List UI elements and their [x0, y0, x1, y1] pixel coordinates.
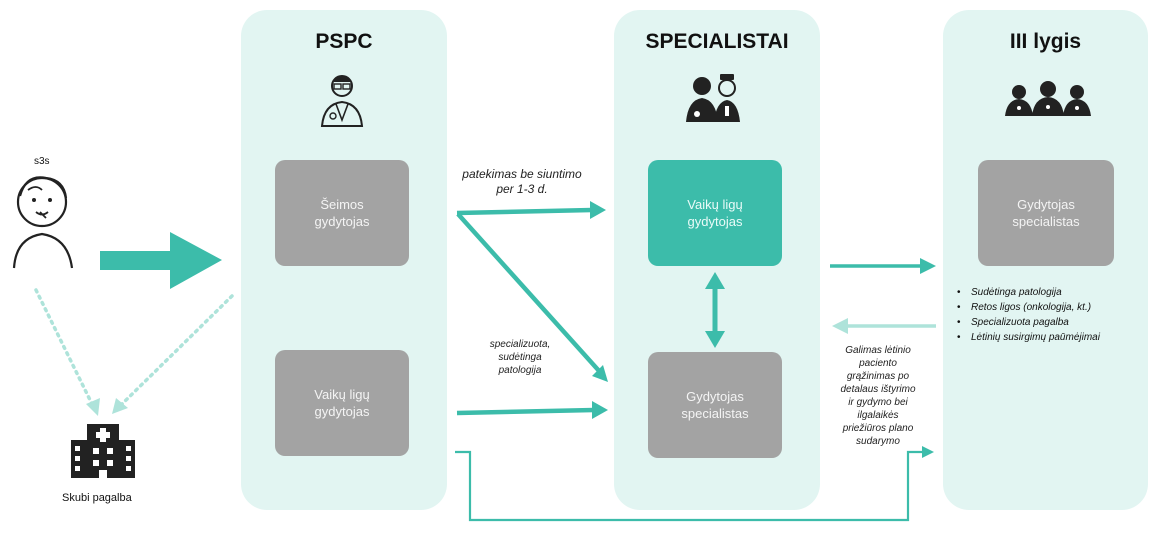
dotted-arrow-patient-hospital — [34, 288, 94, 406]
return-note: Galimas lėtinio paciento grąžinimas po d… — [840, 345, 916, 447]
sick-child-mark: s3s — [34, 156, 50, 167]
box-third-gydytojas-specialistas: Gydytojas specialistas — [978, 160, 1114, 266]
panel-title-pspc: PSPC — [315, 30, 373, 53]
box-seimos-gydytojas-label: Šeimos gydytojas — [314, 197, 370, 229]
no-referral-note: patekimas be siuntimo per 1-3 d. — [462, 167, 582, 196]
specialized-note: specializuota, sudėtinga patologija — [489, 339, 551, 376]
doctors-pair-icon — [686, 74, 740, 122]
dotted-arrow-pspc-hospital — [120, 294, 234, 406]
emergency-label: Skubi pagalba — [62, 492, 132, 504]
box-pspc-vaiku-ligu-gydytojas: Vaikų ligų gydytojas — [275, 350, 409, 456]
sick-child-icon — [12, 176, 74, 269]
doctor-icon — [320, 75, 364, 127]
box-spec-gydytojas-specialistas-label: Gydytojas specialistas — [681, 389, 749, 421]
list-item: Sudėtinga patologija — [957, 285, 1100, 300]
box-spec-vaiku-ligu-gydytojas: Vaikų ligų gydytojas — [648, 160, 782, 266]
big-arrow-to-pspc — [100, 232, 222, 289]
panel-title-specialistai: SPECIALISTAI — [645, 30, 789, 53]
box-third-gydytojas-specialistas-label: Gydytojas specialistas — [1012, 197, 1080, 229]
box-seimos-gydytojas: Šeimos gydytojas — [275, 160, 409, 266]
box-spec-gydytojas-specialistas: Gydytojas specialistas — [648, 352, 782, 458]
list-item: Retos ligos (onkologija, kt.) — [957, 300, 1100, 315]
box-pspc-vaiku-ligu-label: Vaikų ligų gydytojas — [314, 387, 370, 419]
third-level-list: Sudėtinga patologija Retos ligos (onkolo… — [957, 285, 1100, 345]
box-spec-vaiku-ligu-label: Vaikų ligų gydytojas — [687, 197, 743, 229]
list-item: Lėtinių susirgimų paūmėjimai — [957, 330, 1100, 345]
doctors-group-icon — [1005, 81, 1091, 116]
hospital-icon — [71, 424, 135, 478]
list-item: Specializuota pagalba — [957, 315, 1100, 330]
panel-title-third-level: III lygis — [1009, 30, 1082, 53]
